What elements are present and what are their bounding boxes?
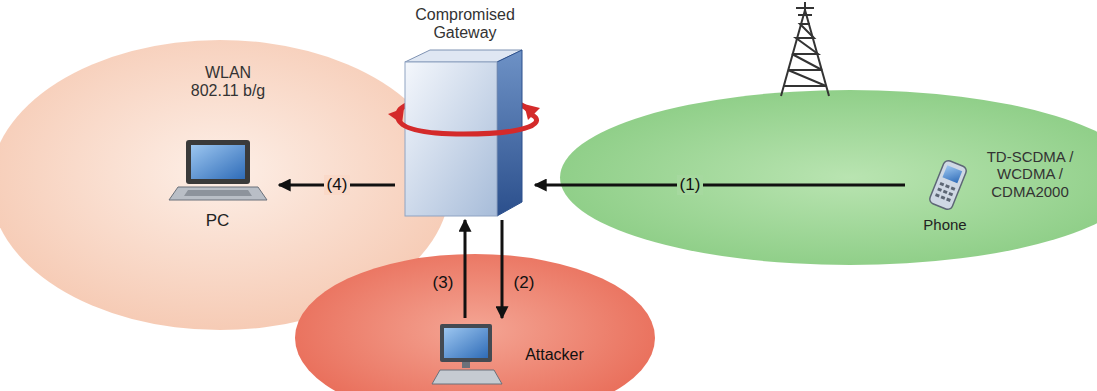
- attacker-computer-part: [444, 328, 488, 358]
- attacker-computer-part: [440, 324, 492, 362]
- node-label: PC: [160, 211, 275, 231]
- attacker-computer: [432, 324, 502, 384]
- cell-tower-part: [798, 14, 812, 16]
- pc-laptop-part: [184, 190, 252, 196]
- cellular-region: TD-SCDMA / WCDMA / CDMA2000Phone: [560, 90, 1097, 265]
- pc-laptop-part: [191, 145, 245, 179]
- phone-icon-part: [935, 193, 940, 197]
- pc-laptop-part: [186, 140, 250, 184]
- cell-tower-part: [784, 24, 826, 86]
- phone-icon-part: [939, 182, 944, 186]
- node-label: Attacker: [507, 346, 602, 364]
- node-label: Compromised Gateway: [405, 6, 525, 43]
- attacker-region: [295, 254, 655, 391]
- flow-arrow: [501, 220, 504, 318]
- edge-label-holder: (4): [324, 175, 351, 195]
- attacker-computer-part: [462, 362, 470, 368]
- phone-icon-part: [948, 192, 953, 196]
- phone-icon: [928, 159, 967, 211]
- cell-tower: [781, 2, 829, 96]
- attack-swirl-front: [388, 104, 540, 134]
- attack-swirl-front-part: [524, 104, 540, 120]
- edge-label-holder: (2): [511, 273, 538, 293]
- phone-icon-part: [945, 184, 950, 188]
- edge-label-holder: (1): [677, 175, 704, 195]
- node-label: Phone: [905, 216, 985, 233]
- phone-icon-part: [928, 159, 967, 211]
- node-label: TD-SCDMA / WCDMA / CDMA2000: [976, 148, 1084, 200]
- phone-icon-part: [951, 186, 956, 190]
- pc-laptop-part: [169, 187, 267, 200]
- pc-laptop: [169, 140, 267, 200]
- edge-label-holder: (3): [430, 273, 457, 293]
- phone-icon-part: [946, 198, 951, 202]
- cell-tower-part: [796, 7, 814, 9]
- flow-arrow: [464, 220, 467, 318]
- step-number: (4): [324, 175, 351, 195]
- phone-icon-part: [942, 165, 962, 183]
- cellular-region-fill: [560, 90, 1097, 265]
- step-number: (1): [677, 175, 704, 195]
- attacker-computer-part: [432, 370, 502, 384]
- attack-swirl-front-part: [388, 108, 404, 124]
- step-number: (2): [511, 273, 538, 293]
- gateway-server-part: [405, 62, 497, 216]
- phone-icon-part: [937, 188, 942, 192]
- step-number: (3): [430, 273, 457, 293]
- phone-icon-part: [943, 190, 948, 194]
- flow-arrow: [535, 184, 905, 187]
- phone-icon-part: [941, 195, 946, 199]
- attack-swirl-front-part: [398, 114, 537, 134]
- node-label: WLAN 802.11 b/g: [180, 64, 276, 101]
